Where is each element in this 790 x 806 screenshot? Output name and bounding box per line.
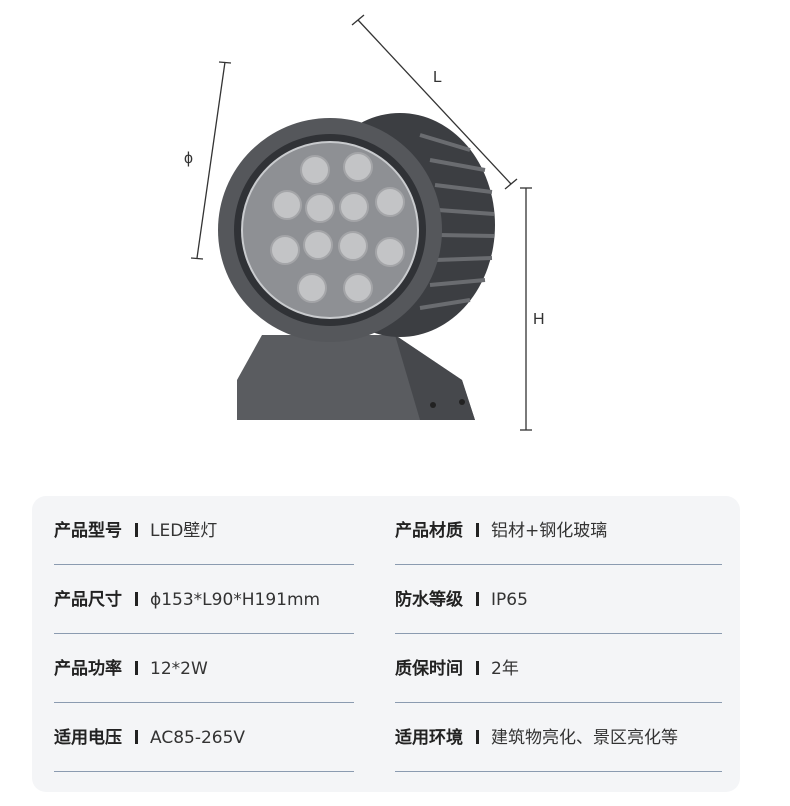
spec-key: 产品功率 <box>54 659 122 679</box>
spec-key: 质保时间 <box>395 659 463 679</box>
spec-key: 产品型号 <box>54 521 122 541</box>
lamp-base <box>237 335 475 420</box>
length-label: L <box>433 69 442 86</box>
spec-key: 产品材质 <box>395 521 463 541</box>
product-illustration: L ϕ H <box>184 14 545 431</box>
diameter-label: ϕ <box>184 150 193 167</box>
spec-panel: 产品型号 LED壁灯 产品材质 铝材+钢化玻璃 产品尺寸 ϕ153*L90*H191m… <box>32 496 740 792</box>
spec-row: 产品型号 LED壁灯 <box>54 496 354 565</box>
height-label: H <box>533 311 545 328</box>
spec-value: AC85-265V <box>150 728 246 748</box>
spec-value: 建筑物亮化、景区亮化等 <box>491 728 678 748</box>
dimension-diameter <box>190 61 232 260</box>
spec-row: 质保时间 2年 <box>395 634 722 703</box>
spec-value: 2年 <box>491 659 519 679</box>
spec-value: 12*2W <box>150 659 208 679</box>
dimension-height <box>520 187 532 431</box>
lamp-head <box>218 118 442 342</box>
spec-row: 防水等级 IP65 <box>395 565 722 634</box>
spec-key: 适用电压 <box>54 728 122 748</box>
spec-row: 适用电压 AC85-265V <box>54 703 354 772</box>
spec-key: 适用环境 <box>395 728 463 748</box>
spec-value: ϕ153*L90*H191mm <box>150 590 321 610</box>
spec-value: IP65 <box>491 590 528 610</box>
spec-value: LED壁灯 <box>150 521 218 541</box>
spec-row: 产品功率 12*2W <box>54 634 354 703</box>
spec-key: 产品尺寸 <box>54 590 122 610</box>
spec-row: 产品材质 铝材+钢化玻璃 <box>395 496 722 565</box>
led-array <box>270 152 405 303</box>
spec-value: 铝材+钢化玻璃 <box>491 521 608 541</box>
spec-row: 产品尺寸 ϕ153*L90*H191mm <box>54 565 354 634</box>
spec-row: 适用环境 建筑物亮化、景区亮化等 <box>395 703 722 772</box>
spec-key: 防水等级 <box>395 590 463 610</box>
dimension-length <box>351 14 518 190</box>
